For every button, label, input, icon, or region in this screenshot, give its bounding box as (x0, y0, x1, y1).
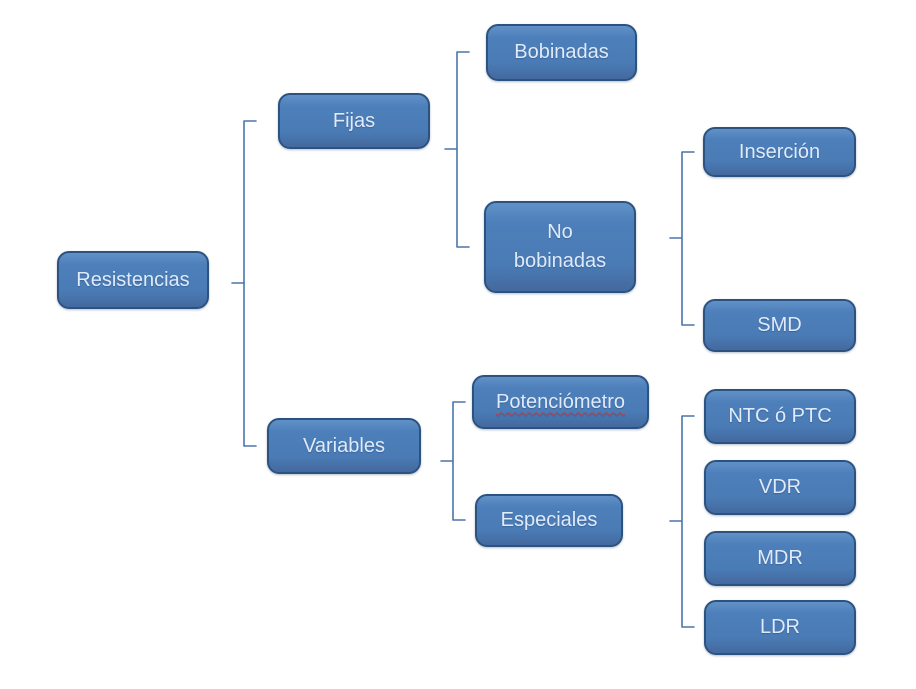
node-ntc-ptc[interactable]: NTC ó PTC (704, 389, 856, 444)
node-variables-label: Variables (303, 434, 385, 457)
bracket-fijas-children (444, 51, 470, 248)
node-resistencias[interactable]: Resistencias (57, 251, 209, 309)
node-no-bobinadas[interactable]: No bobinadas (484, 201, 636, 293)
node-vdr-label: VDR (758, 476, 802, 498)
node-potenciometro-label: Potenciómetro (496, 390, 625, 413)
node-fijas[interactable]: Fijas (278, 93, 430, 149)
node-especiales[interactable]: Especiales (475, 494, 623, 547)
node-resistencias-label: Resistencias (76, 268, 190, 291)
node-no-bobinadas-label: No bobinadas (513, 221, 607, 272)
node-vdr[interactable]: VDR (704, 460, 856, 515)
node-mdr-label: MDR (757, 547, 803, 569)
node-variables[interactable]: Variables (267, 418, 421, 474)
node-bobinadas-label: Bobinadas (514, 41, 609, 63)
node-insercion[interactable]: Inserción (703, 127, 856, 177)
node-insercion-label: Inserción (738, 140, 821, 163)
node-ldr[interactable]: LDR (704, 600, 856, 655)
node-ntc-ptc-label: NTC ó PTC (728, 405, 832, 427)
node-bobinadas[interactable]: Bobinadas (486, 24, 637, 81)
node-fijas-label: Fijas (332, 109, 376, 132)
bracket-especiales-children (669, 415, 695, 628)
bracket-no-bobinadas-children (669, 151, 695, 326)
node-potenciometro[interactable]: Potenciómetro (472, 375, 649, 429)
bracket-resistencias-children (231, 120, 257, 447)
node-ldr-label: LDR (759, 616, 800, 638)
bracket-variables-children (440, 401, 466, 521)
node-mdr[interactable]: MDR (704, 531, 856, 586)
node-smd-label: SMD (757, 314, 802, 336)
node-smd[interactable]: SMD (703, 299, 856, 352)
node-especiales-label: Especiales (500, 509, 598, 531)
